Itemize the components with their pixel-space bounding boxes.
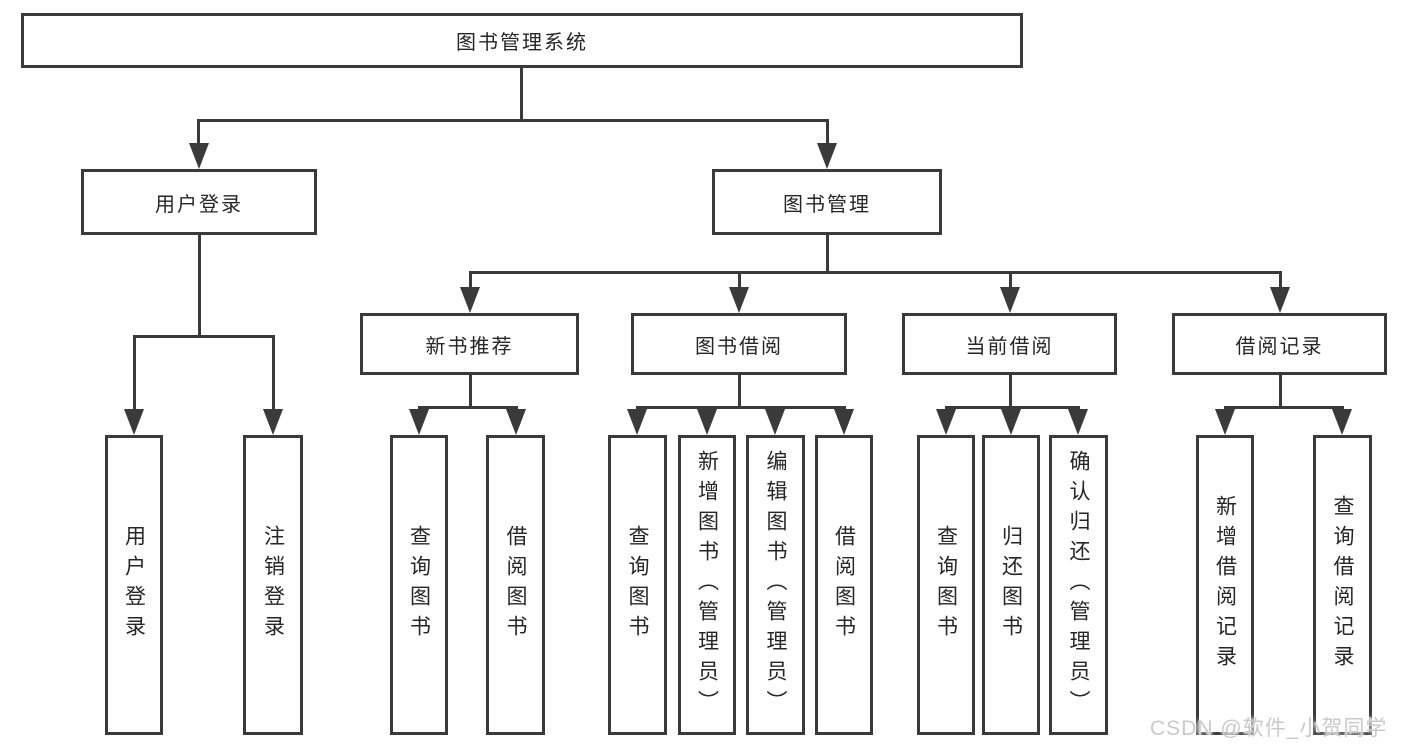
node-label: 图书借阅: [695, 335, 783, 358]
connector-line: [1009, 271, 1012, 293]
node-label: 用户登录: [155, 193, 243, 216]
leaf-user-login: 用户登录: [105, 435, 163, 735]
leaf-add-borrow-record: 新增借阅记录: [1196, 435, 1254, 735]
leaf-logout: 注销登录: [243, 435, 303, 735]
node-label: 确认归还（管理员）: [1067, 450, 1090, 720]
connector-line: [636, 406, 845, 409]
node-label: 用户登录: [122, 525, 146, 645]
arrowhead-icon: [765, 409, 785, 435]
node-label: 当前借阅: [965, 335, 1054, 358]
arrowhead-icon: [697, 409, 717, 435]
arrowhead-icon: [1215, 409, 1235, 435]
node-label: 图书管理系统: [456, 32, 588, 54]
arrowhead-icon: [834, 409, 854, 435]
node-label: 查询图书: [407, 525, 431, 645]
leaf-add-book-admin: 新增图书（管理员）: [678, 435, 736, 735]
arrowhead-icon: [729, 287, 749, 313]
connector-line: [198, 119, 828, 122]
node-label: 借阅记录: [1235, 335, 1324, 358]
arrowhead-icon: [409, 409, 429, 435]
arrowhead-icon: [936, 409, 956, 435]
node-current-borrowing: 当前借阅: [902, 313, 1117, 375]
arrowhead-icon: [1001, 409, 1021, 435]
connector-line: [1279, 271, 1282, 293]
leaf-edit-book-admin: 编辑图书（管理员）: [746, 435, 805, 735]
node-label: 归还图书: [999, 525, 1023, 645]
node-user-login: 用户登录: [81, 169, 317, 235]
leaf-borrow-book-recommend: 借阅图书: [486, 435, 545, 735]
leaf-query-book-borrowing: 查询图书: [608, 435, 667, 735]
arrowhead-icon: [627, 409, 647, 435]
arrowhead-icon: [506, 409, 526, 435]
arrowhead-icon: [817, 143, 837, 169]
node-library-management-system: 图书管理系统: [21, 13, 1023, 68]
connector-line: [198, 235, 201, 337]
arrowhead-icon: [189, 143, 209, 169]
arrowhead-icon: [1000, 287, 1020, 313]
arrowhead-icon: [263, 409, 283, 435]
connector-line: [738, 375, 741, 408]
connector-line: [738, 271, 741, 293]
connector-line: [469, 375, 472, 408]
connector-line: [826, 119, 829, 153]
arrowhead-icon: [1068, 409, 1088, 435]
node-label: 查询图书: [626, 525, 649, 645]
node-new-book-recommendation: 新书推荐: [360, 313, 579, 375]
connector-line: [520, 68, 523, 122]
leaf-confirm-return-admin: 确认归还（管理员）: [1049, 435, 1108, 735]
arrowhead-icon: [1332, 409, 1352, 435]
node-borrowing-records: 借阅记录: [1172, 313, 1387, 375]
connector-line: [826, 235, 829, 273]
connector-line: [197, 119, 200, 153]
node-label: 图书管理: [783, 193, 871, 216]
node-label: 新书推荐: [425, 335, 514, 358]
arrowhead-icon: [460, 287, 480, 313]
node-label: 查询图书: [934, 525, 958, 645]
csdn-watermark: CSDN @软件_小贺同学: [1150, 717, 1388, 740]
connector-line: [418, 406, 518, 409]
leaf-borrow-book: 借阅图书: [815, 435, 873, 735]
connector-line: [1224, 406, 1343, 409]
connector-line: [469, 271, 1282, 274]
arrowhead-icon: [124, 409, 144, 435]
node-book-management: 图书管理: [712, 169, 942, 235]
connector-line: [272, 335, 275, 413]
node-label: 新增借阅记录: [1213, 495, 1237, 675]
node-label: 编辑图书（管理员）: [764, 450, 787, 720]
leaf-query-book-recommend: 查询图书: [390, 435, 448, 735]
arrowhead-icon: [1270, 287, 1290, 313]
connector-line: [133, 335, 136, 413]
node-label: 查询借阅记录: [1331, 495, 1354, 675]
node-label: 借阅图书: [832, 525, 856, 645]
node-label: 注销登录: [261, 525, 285, 645]
connector-line: [133, 335, 275, 338]
node-book-borrowing: 图书借阅: [631, 313, 847, 375]
leaf-query-book-current: 查询图书: [917, 435, 975, 735]
connector-line: [1009, 375, 1012, 408]
node-label: 新增图书（管理员）: [695, 450, 719, 720]
connector-line: [469, 271, 472, 293]
connector-line: [1279, 375, 1282, 408]
leaf-query-borrow-record: 查询借阅记录: [1313, 435, 1372, 735]
leaf-return-book: 归还图书: [982, 435, 1040, 735]
node-label: 借阅图书: [504, 525, 527, 645]
